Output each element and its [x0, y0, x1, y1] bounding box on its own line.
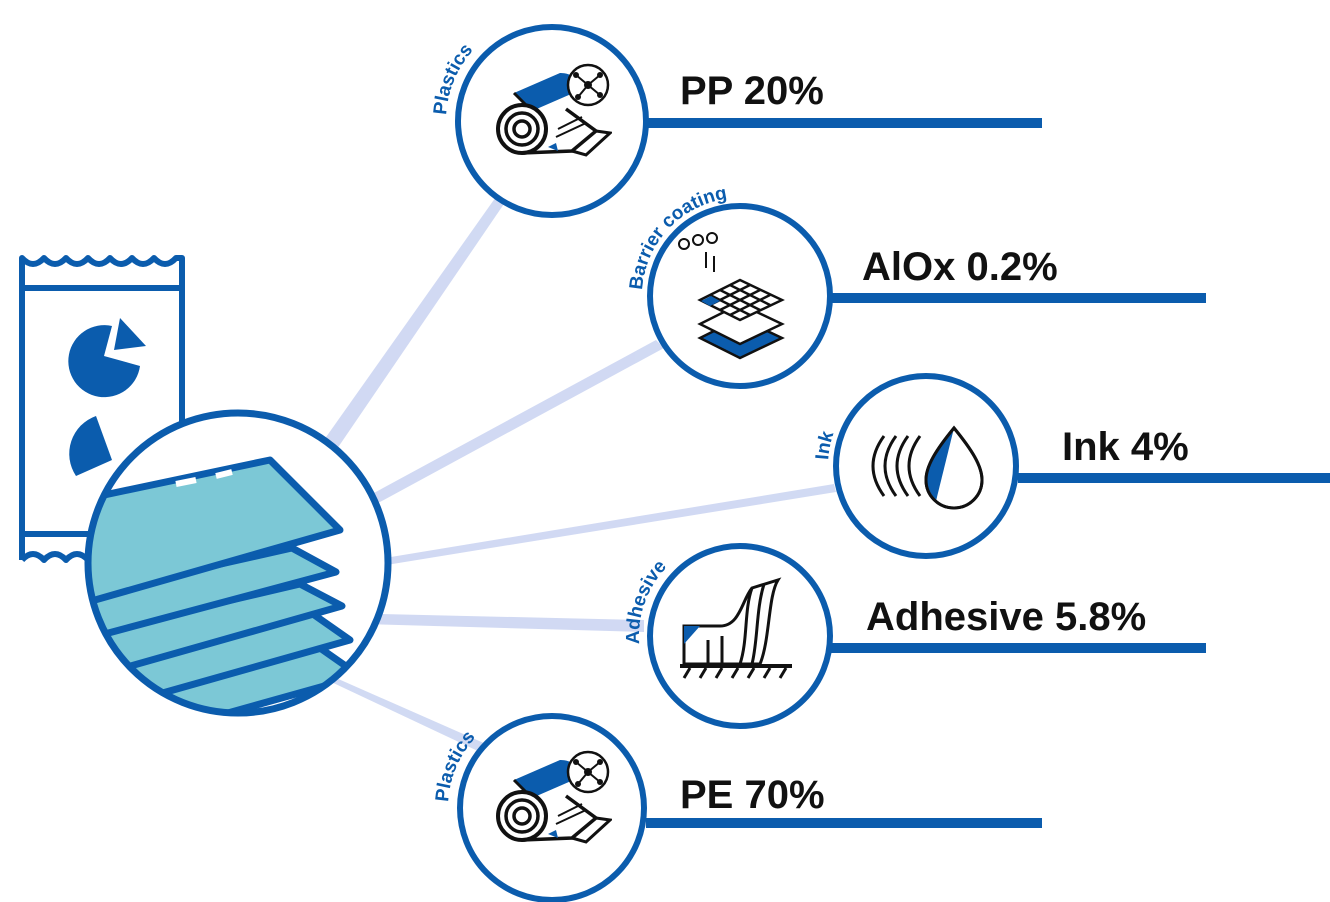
adhesive-peel-icon — [680, 577, 792, 679]
beam-pp — [278, 194, 508, 512]
laminate-layers-icon — [84, 409, 392, 717]
component-pp: Plastics PP 20% — [430, 24, 824, 218]
component-adhesive: Adhesive Adhesive 5.8% — [623, 543, 1146, 729]
snack-bag-icon — [19, 255, 185, 563]
beam-ink — [300, 484, 836, 578]
barrier-layers-icon — [678, 232, 785, 360]
bar-alox — [828, 293, 1206, 303]
bar-pp — [646, 118, 1042, 128]
component-label-pe: PE 70% — [680, 773, 825, 817]
component-label-pp: PP 20% — [680, 69, 824, 113]
bar-adhesive — [828, 643, 1206, 653]
bar-ink — [1018, 473, 1330, 483]
component-pe: Plastics PE 70% — [432, 713, 825, 902]
component-label-ink: Ink 4% — [1062, 425, 1189, 469]
label-bars — [646, 118, 1330, 828]
ink-drop-icon — [871, 425, 984, 510]
component-alox: Barrier coating AlOx 0.2% — [626, 183, 1058, 389]
component-label-alox: AlOx 0.2% — [862, 245, 1058, 289]
component-label-adhesive: Adhesive 5.8% — [866, 595, 1146, 639]
bar-pe — [646, 818, 1042, 828]
component-ink: Ink Ink 4% — [812, 373, 1189, 559]
